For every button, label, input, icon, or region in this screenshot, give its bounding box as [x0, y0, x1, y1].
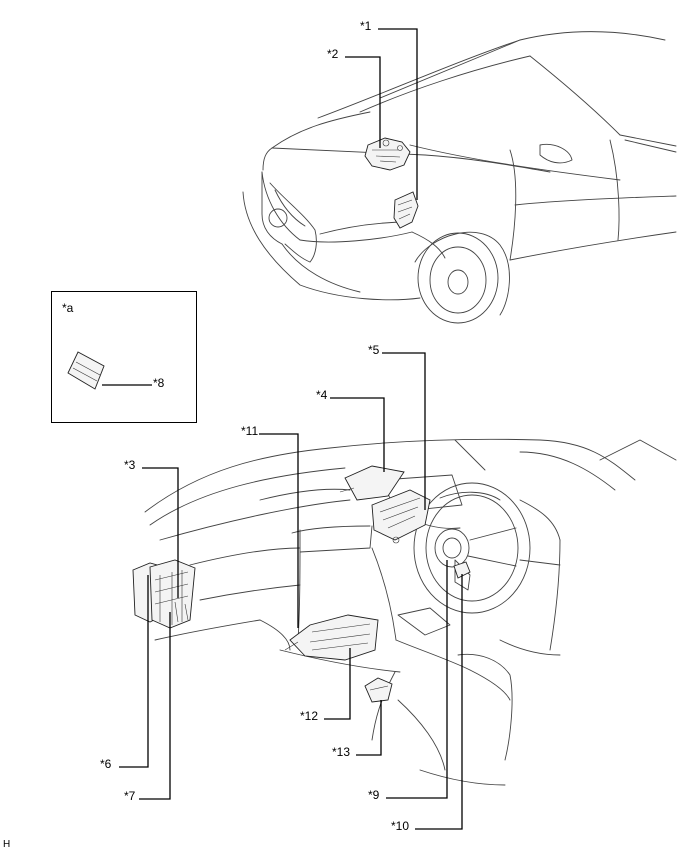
- callout-13: *13: [332, 745, 351, 759]
- callout-8: *8: [153, 376, 165, 390]
- inset-module: [67, 351, 105, 390]
- callout-7: *7: [124, 789, 136, 803]
- corner-mark: H: [3, 839, 11, 850]
- car-front-illustration: [242, 31, 677, 324]
- inset-label: *a: [62, 301, 74, 315]
- callout-11: *11: [241, 424, 259, 438]
- small-sensor: [364, 677, 393, 703]
- console-ecu: [284, 614, 379, 661]
- callout-10: *10: [391, 819, 410, 833]
- callout-2: *2: [327, 47, 339, 61]
- combination-meter: [371, 489, 431, 544]
- dashboard-illustration: [144, 438, 677, 786]
- callout-4: *4: [316, 388, 328, 402]
- callout-3: *3: [124, 458, 136, 472]
- callout-9: *9: [368, 788, 380, 802]
- junction-block-stack: [132, 559, 196, 629]
- meter-bracket: [339, 465, 405, 501]
- callout-5: *5: [368, 343, 380, 357]
- steering-sensor: [453, 561, 471, 579]
- inset-frame: [51, 291, 197, 423]
- callout-12: *12: [300, 709, 319, 723]
- leader-lines: [102, 28, 463, 830]
- engine-room-unit: [364, 137, 411, 171]
- hood-bracket-unit: [393, 191, 419, 229]
- callout-6: *6: [100, 757, 112, 771]
- callout-1: *1: [360, 19, 372, 33]
